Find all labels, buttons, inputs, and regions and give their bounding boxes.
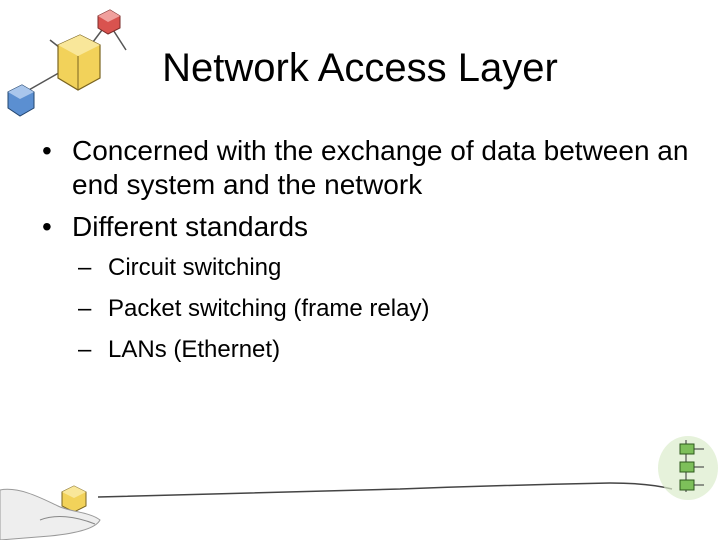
bullet-marker: • — [42, 135, 52, 166]
bullet-text: Different standards — [72, 211, 309, 242]
sub-bullet-item: – LANs (Ethernet) — [78, 336, 696, 364]
bullet-text: Concerned with the exchange of data betw… — [72, 135, 689, 200]
bullet-item: • Different standards – Circuit switchin… — [36, 210, 696, 364]
hand-holding-cube-icon — [0, 485, 101, 540]
bullet-marker: • — [42, 211, 52, 242]
sub-bullet-marker: – — [78, 295, 92, 322]
network-nodes-clipart-icon — [7, 9, 127, 117]
sub-bullet-text: Circuit switching — [108, 254, 282, 281]
bullet-item: • Concerned with the exchange of data be… — [36, 134, 696, 202]
sub-bullet-marker: – — [78, 336, 92, 363]
bullet-list: • Concerned with the exchange of data be… — [36, 134, 696, 377]
sub-bullet-text: Packet switching (frame relay) — [108, 295, 430, 322]
sub-bullet-marker: – — [78, 254, 92, 281]
bottom-divider-line — [97, 482, 673, 498]
sub-bullet-list: – Circuit switching – Packet switching (… — [72, 254, 696, 364]
slide-title: Network Access Layer — [162, 46, 558, 90]
sub-bullet-item: – Circuit switching — [78, 254, 696, 282]
sub-bullet-text: LANs (Ethernet) — [108, 336, 281, 363]
sub-bullet-item: – Packet switching (frame relay) — [78, 295, 696, 323]
stacked-boxes-clipart-icon — [658, 436, 718, 500]
